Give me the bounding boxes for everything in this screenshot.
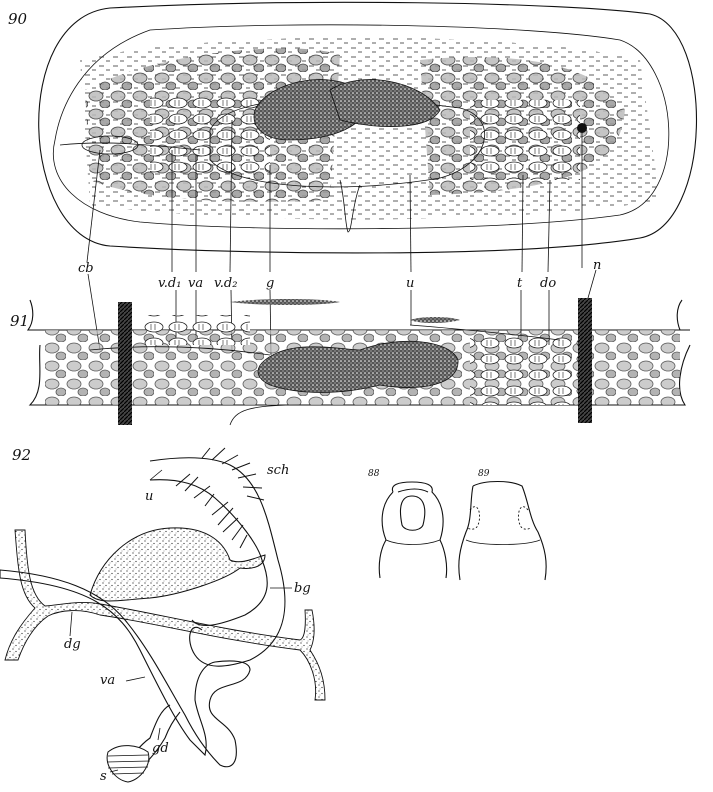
copulatory-bulb [81, 135, 139, 155]
uterus-91 [409, 324, 561, 341]
label-bg: bg [294, 581, 311, 596]
label-s: s [100, 769, 107, 784]
capsule-outline [38, 1, 698, 254]
leader-dg [69, 611, 73, 637]
label-va-92: va [100, 673, 115, 688]
ventral-fold [229, 404, 301, 426]
figure-90: 90 [8, 1, 698, 254]
figure-88: 88 [368, 469, 448, 579]
label-u: u [406, 276, 414, 291]
dorsal-gland-strip [230, 299, 340, 305]
leader-lines-90 [86, 119, 597, 356]
label-sch: sch [267, 463, 289, 478]
dorsoventral-muscle-right [578, 298, 592, 423]
testes-91-left [140, 315, 250, 345]
vas-deferens-91 [89, 346, 271, 356]
head-lip-88 [397, 488, 429, 493]
testes-right [470, 100, 580, 180]
spermatophore-s [106, 745, 151, 783]
label-do: do [540, 276, 556, 291]
gland-right-89 [517, 506, 531, 530]
label-u-92: u [145, 489, 153, 504]
label-g: g [266, 276, 274, 291]
label-n: n [593, 258, 601, 273]
bursa-bristles [175, 447, 265, 549]
label-gd: gd [152, 741, 169, 756]
testes-91-right [470, 335, 580, 405]
leader-u-92 [149, 469, 163, 481]
head-outline-89 [458, 480, 547, 581]
figure-89: 89 [458, 469, 547, 581]
figure-92: 92 [0, 446, 326, 783]
dorsal-gland-strip-2 [410, 317, 460, 323]
body-outline [53, 24, 670, 230]
pharynx-88 [399, 495, 426, 531]
label-vd2: v.d₂ [214, 276, 237, 291]
genital-pore [339, 179, 361, 233]
leader-gd [157, 727, 161, 741]
figure-number-90: 90 [8, 10, 28, 28]
leader-va-92 [125, 676, 146, 682]
label-vd1: v.d₁ [158, 276, 181, 291]
label-dg: dg [64, 637, 81, 652]
bursa-outer [149, 457, 286, 667]
germarium-92 [89, 527, 266, 602]
figure-number-92: 92 [12, 446, 31, 464]
figure-number-91: 91 [10, 312, 29, 330]
dorsoventral-muscle-left [118, 302, 132, 425]
figure-number-88: 88 [368, 469, 380, 479]
neck-line-89 [465, 539, 541, 545]
figure-number-89: 89 [478, 469, 490, 479]
label-va: va [188, 276, 203, 291]
label-cb: cb [78, 261, 94, 276]
neck-line-88 [385, 539, 441, 545]
label-t: t [517, 276, 523, 291]
leader-s [109, 769, 119, 773]
figure-91: 91 [10, 298, 691, 426]
gland-90 [329, 79, 441, 127]
copulatory-bulb-duct [59, 142, 201, 151]
germarium-91 [257, 340, 459, 393]
vagina-va [0, 569, 251, 768]
